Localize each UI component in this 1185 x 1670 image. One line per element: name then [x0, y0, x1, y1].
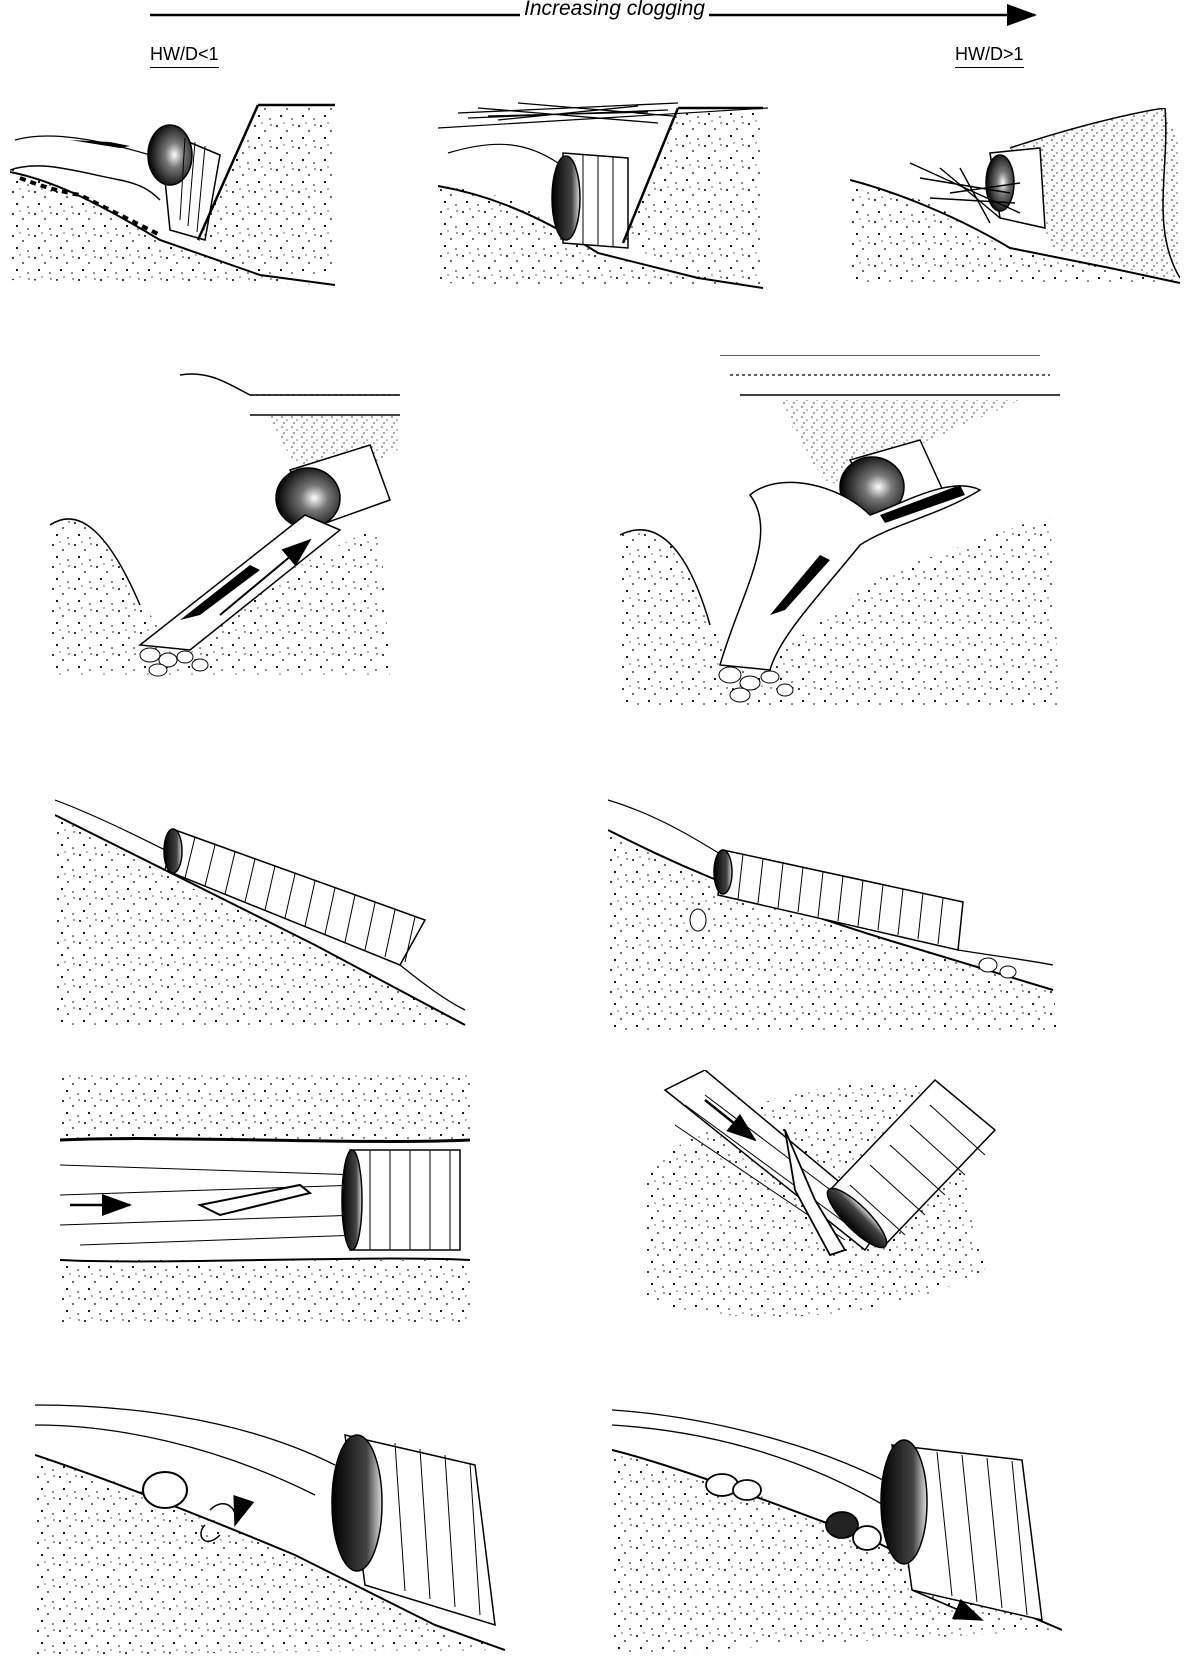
culvert-pipe	[552, 153, 628, 248]
label-hwd-greater-than-one: HW/D>1	[955, 44, 1024, 68]
panel-row1-left	[10, 100, 340, 290]
panel-row4-right	[645, 1070, 1005, 1330]
panel-row3-right	[608, 790, 1068, 1040]
panel-row4-left	[60, 1075, 470, 1325]
culvert-pipe	[342, 1150, 460, 1250]
panel-row2-right	[620, 355, 1080, 715]
panel-row2-left	[50, 365, 400, 685]
panel-row5-left	[35, 1385, 505, 1665]
panel-row1-middle	[438, 98, 768, 290]
panel-row3-left	[55, 785, 475, 1035]
label-hwd-less-than-one: HW/D<1	[150, 44, 219, 68]
culvert-pipe	[986, 148, 1045, 228]
boulder	[143, 1472, 187, 1508]
panel-row5-right	[612, 1390, 1062, 1665]
axis-title: Increasing clogging	[520, 0, 709, 18]
panel-row1-right	[850, 108, 1180, 290]
